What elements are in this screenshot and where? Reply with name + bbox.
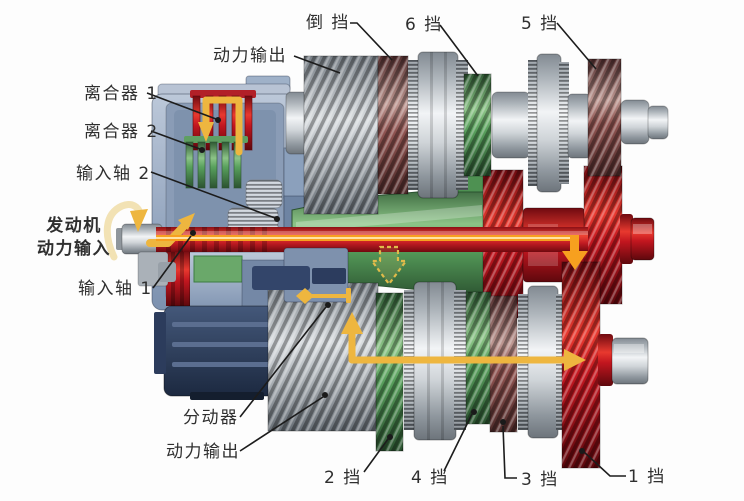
label-reverse-gear: 倒 挡 xyxy=(306,13,350,33)
clutch1-flow-arrow xyxy=(198,96,243,156)
synchronizer-top-1 xyxy=(408,51,468,199)
power-flow-arrows xyxy=(103,96,588,371)
leader-gear-5 xyxy=(556,22,597,70)
leader-power-output-bottom xyxy=(239,396,324,452)
power-output-gear-top xyxy=(303,55,379,215)
leader-input-shaft-2 xyxy=(150,171,276,219)
leader-input-shaft-1 xyxy=(152,235,192,289)
leader-gear-3 xyxy=(502,425,517,479)
gear-5-maroon xyxy=(587,58,622,177)
housing-lower-case xyxy=(154,305,289,400)
engine-rotation-arrow xyxy=(103,201,148,261)
leader-lines xyxy=(146,22,626,479)
leader-clutch-2 xyxy=(150,130,201,150)
reverse-gear xyxy=(377,55,409,195)
label-clutch-2: 离合器 2 xyxy=(84,122,159,142)
engine-input-arrow xyxy=(146,213,195,247)
leader-gear-6 xyxy=(439,24,479,77)
leader-reverse-gear xyxy=(350,22,393,61)
leader-clutch-1 xyxy=(146,92,217,120)
label-input-shaft-1: 输入轴 1 xyxy=(78,279,153,299)
label-clutch-1: 离合器 1 xyxy=(84,84,159,104)
label-gear-1: 1 挡 xyxy=(628,467,666,487)
upper-gear-train xyxy=(285,51,669,215)
label-gear-3: 3 挡 xyxy=(521,470,559,490)
clutch-2-plates xyxy=(184,136,248,189)
label-gear-4: 4 挡 xyxy=(411,468,449,488)
gear-2-green xyxy=(375,292,404,452)
label-engine-power-input: 发动机 动力输入 xyxy=(32,215,116,261)
label-power-output-bottom: 动力输出 xyxy=(166,442,240,462)
label-power-output-top: 动力输出 xyxy=(213,46,287,66)
leader-dots xyxy=(190,117,585,454)
label-engine-line1: 发动机 xyxy=(46,216,102,236)
label-gear-5: 5 挡 xyxy=(521,14,559,34)
shift-fork-indicator xyxy=(296,288,351,304)
gear-6-green xyxy=(463,73,492,177)
label-gear-6: 6 挡 xyxy=(405,15,443,35)
synchronizer-top-2 xyxy=(528,53,569,193)
label-engine-line2: 动力输入 xyxy=(37,238,111,259)
gear-3-maroon xyxy=(489,295,518,433)
leader-gear-2 xyxy=(363,438,389,473)
label-gear-2: 2 挡 xyxy=(324,468,362,488)
downflow-dashed-arrow xyxy=(370,245,408,286)
leader-gear-4 xyxy=(443,413,473,472)
label-input-shaft-2: 输入轴 2 xyxy=(76,164,151,184)
output-flow-line xyxy=(341,312,586,371)
shaft1-flow-line xyxy=(156,235,588,270)
leader-power-output-top xyxy=(293,55,341,74)
leader-transfer-gear xyxy=(239,306,327,418)
label-transfer-gear: 分动器 xyxy=(183,408,239,428)
leader-gear-1 xyxy=(583,451,626,477)
